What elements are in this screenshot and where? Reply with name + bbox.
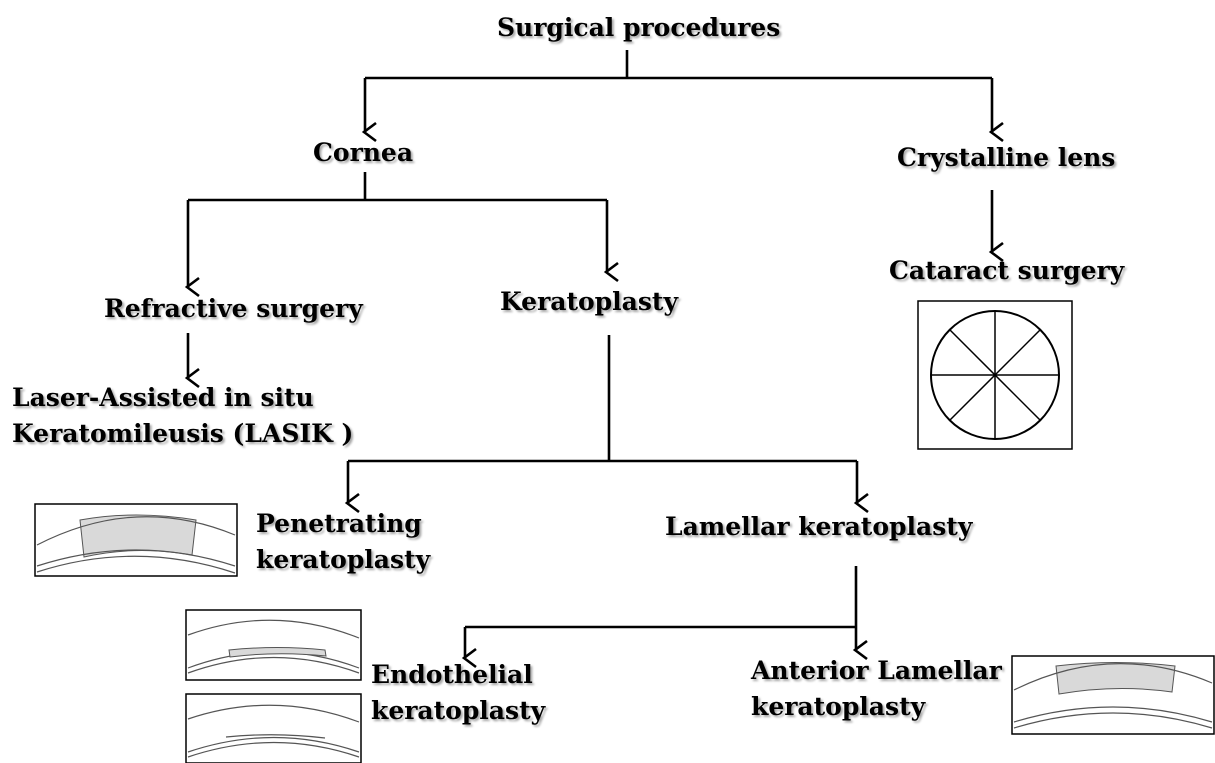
node-penetrating-line-2: keratoplasty: [256, 542, 430, 578]
node-lasik-line-2: Keratomileusis (LASIK ): [12, 416, 353, 452]
node-anterior-lamellar-keratoplasty: Anterior Lamellar keratoplasty: [751, 653, 1002, 725]
node-cataract-surgery: Cataract surgery: [889, 253, 1124, 289]
node-penetrating-line-1: Penetrating: [256, 506, 430, 542]
node-penetrating-keratoplasty: Penetrating keratoplasty: [256, 506, 430, 578]
node-surgical-procedures: Surgical procedures: [497, 10, 780, 46]
node-lasik-line-1: Laser-Assisted in situ: [12, 380, 353, 416]
endothelial-illustration-bottom: [186, 694, 361, 763]
node-anterior-lamellar-line-2: keratoplasty: [751, 689, 1002, 725]
node-cornea: Cornea: [313, 135, 413, 171]
node-endothelial-keratoplasty: Endothelial keratoplasty: [371, 657, 545, 729]
node-crystalline-lens: Crystalline lens: [897, 140, 1115, 176]
node-endothelial-line-1: Endothelial: [371, 657, 545, 693]
anterior-lamellar-illustration: [1012, 656, 1214, 734]
node-endothelial-line-2: keratoplasty: [371, 693, 545, 729]
penetrating-keratoplasty-illustration: [35, 504, 237, 576]
lens-segments: [931, 311, 1059, 439]
node-anterior-lamellar-line-1: Anterior Lamellar: [751, 653, 1002, 689]
node-lasik: Laser-Assisted in situ Keratomileusis (L…: [12, 380, 353, 452]
node-keratoplasty: Keratoplasty: [500, 284, 678, 320]
node-lamellar-keratoplasty: Lamellar keratoplasty: [665, 509, 972, 545]
node-refractive-surgery: Refractive surgery: [104, 291, 363, 327]
cataract-lens-illustration: [918, 301, 1072, 449]
endothelial-illustration-top: [186, 610, 361, 680]
